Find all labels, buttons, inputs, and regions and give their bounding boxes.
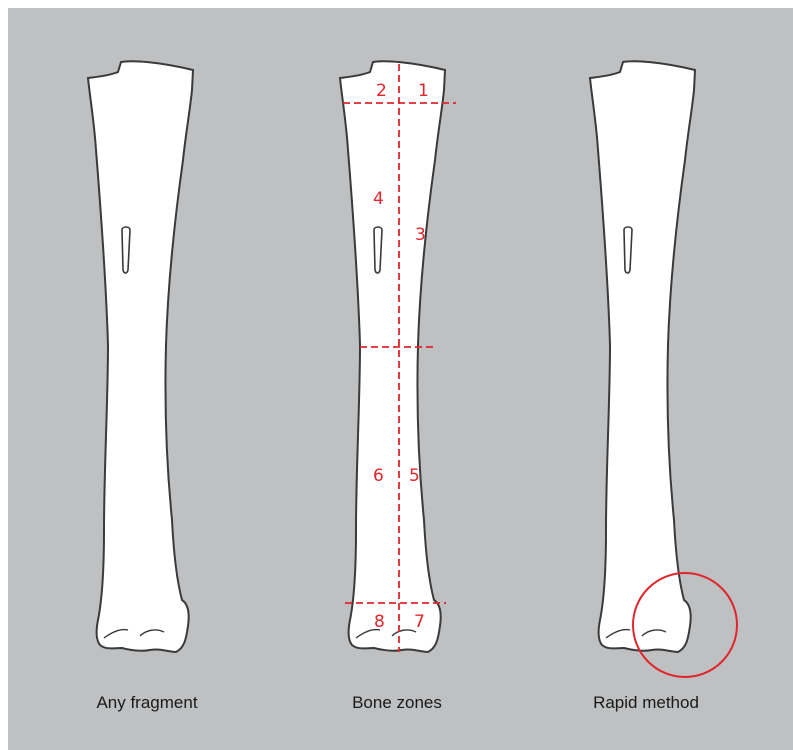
zone-label-7: 7 — [414, 612, 425, 632]
caption-any-fragment: Any fragment — [47, 693, 247, 713]
zone-label-3: 3 — [415, 225, 426, 245]
zone-label-4: 4 — [373, 189, 384, 209]
zone-label-2: 2 — [376, 81, 387, 101]
caption-bone-zones: Bone zones — [297, 693, 497, 713]
zone-label-6: 6 — [373, 466, 384, 486]
bone-figure-zones — [340, 61, 445, 652]
caption-rapid-method: Rapid method — [546, 693, 746, 713]
zone-label-8: 8 — [374, 612, 385, 632]
zone-label-5: 5 — [409, 466, 420, 486]
bone-figure-any-fragment — [88, 61, 193, 652]
bone-figure-rapid-method — [590, 61, 695, 652]
zone-label-1: 1 — [418, 81, 429, 101]
